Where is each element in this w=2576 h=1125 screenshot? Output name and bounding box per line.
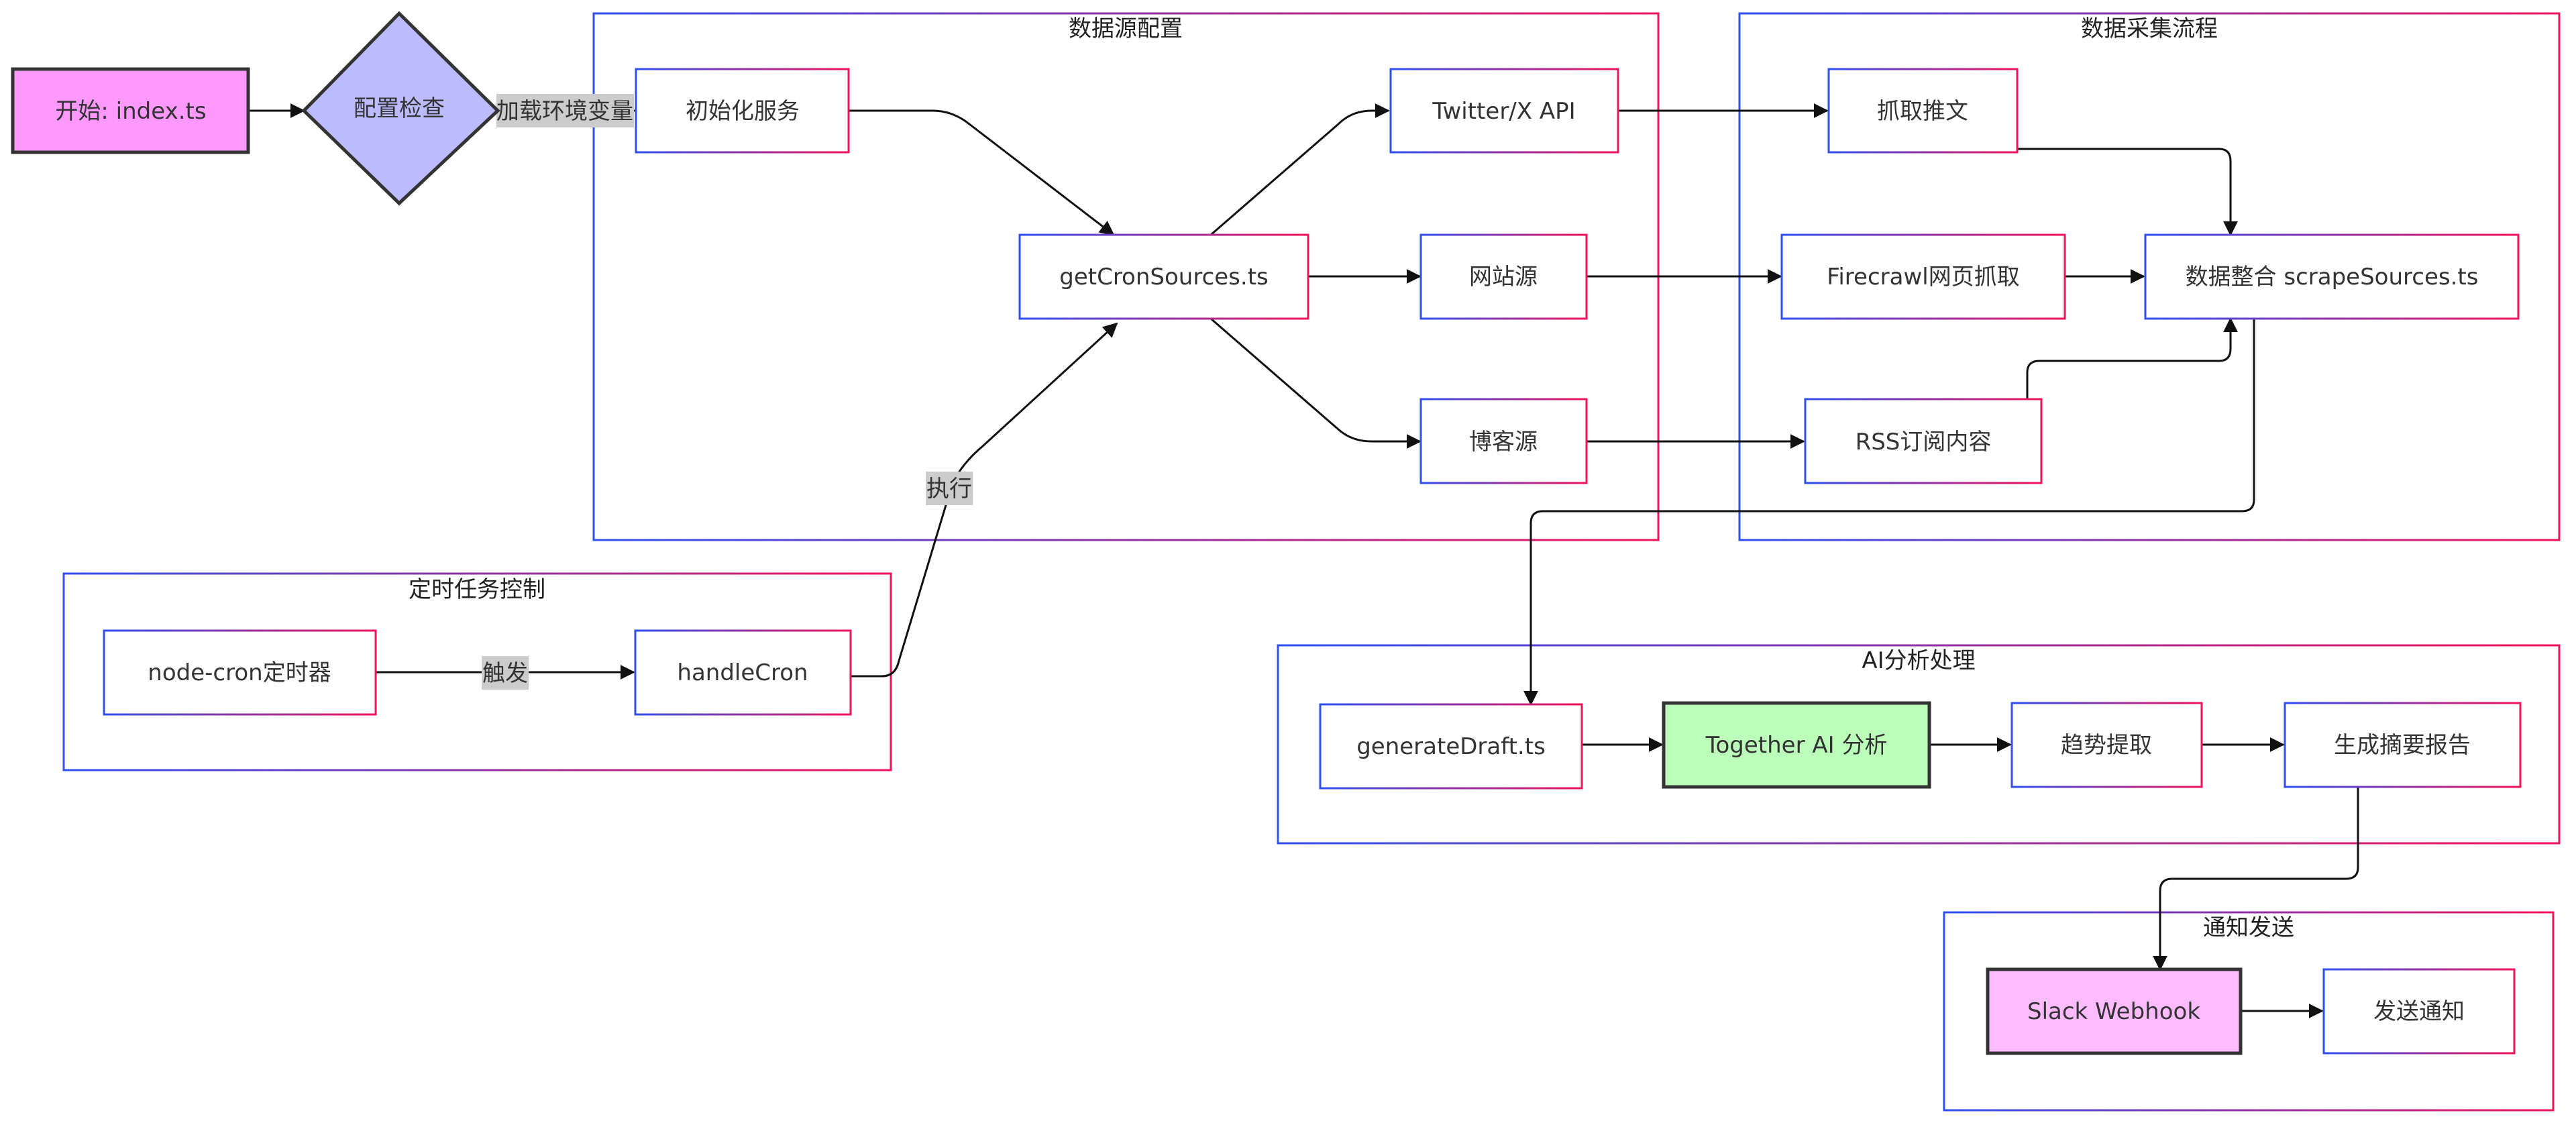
node-init-service[interactable]: 初始化服务 xyxy=(635,68,850,154)
cluster-collection-label: 数据采集流程 xyxy=(2081,15,2218,42)
node-twitter-api-label: Twitter/X API xyxy=(1432,98,1575,125)
edge-label-trigger: 触发 xyxy=(482,656,529,690)
node-slack-webhook-label: Slack Webhook xyxy=(2027,998,2200,1025)
node-generate-draft[interactable]: generateDraft.ts xyxy=(1319,703,1583,790)
node-node-cron[interactable]: node-cron定时器 xyxy=(103,629,377,716)
node-fetch-tweets[interactable]: 抓取推文 xyxy=(1827,68,2019,154)
node-config-check-label: 配置检查 xyxy=(354,95,445,122)
node-send-notification-label: 发送通知 xyxy=(2373,998,2465,1025)
node-firecrawl-label: Firecrawl网页抓取 xyxy=(1827,264,2019,290)
node-init-service-label: 初始化服务 xyxy=(686,98,800,125)
node-blog-source-label: 博客源 xyxy=(1469,429,1538,456)
edge-rss-to-scrape xyxy=(2026,317,2238,399)
node-trend-extract-label: 趋势提取 xyxy=(2061,732,2152,759)
node-summary-report-label: 生成摘要报告 xyxy=(2334,732,2471,759)
cluster-notify-label: 通知发送 xyxy=(2203,914,2294,941)
cluster-ai: AI分析处理 xyxy=(1277,644,2561,845)
node-handle-cron-label: handleCron xyxy=(677,659,808,686)
edge-init-to-getcronsources xyxy=(849,109,1115,236)
node-handle-cron[interactable]: handleCron xyxy=(634,629,852,716)
edge-label-execute-text: 执行 xyxy=(926,476,972,502)
node-fetch-tweets-label: 抓取推文 xyxy=(1877,98,1968,125)
node-get-cron-sources[interactable]: getCronSources.ts xyxy=(1018,233,1309,320)
node-start[interactable]: 开始: index.ts xyxy=(11,67,250,154)
node-summary-report[interactable]: 生成摘要报告 xyxy=(2284,702,2522,788)
cluster-notify: 通知发送 xyxy=(1943,911,2555,1112)
node-rss-content[interactable]: RSS订阅内容 xyxy=(1804,398,2043,484)
edge-label-load-env-text: 加载环境变量 xyxy=(496,98,633,125)
node-rss-content-label: RSS订阅内容 xyxy=(1856,429,1992,456)
edge-summary-to-slack xyxy=(2153,787,2359,971)
cluster-datasource-label: 数据源配置 xyxy=(1069,15,1183,42)
node-scrape-sources[interactable]: 数据整合 scrapeSources.ts xyxy=(2144,233,2520,320)
node-website-source-label: 网站源 xyxy=(1469,264,1538,290)
node-firecrawl[interactable]: Firecrawl网页抓取 xyxy=(1780,233,2066,320)
cluster-cron-label: 定时任务控制 xyxy=(409,576,545,603)
edge-label-trigger-text: 触发 xyxy=(482,660,528,687)
node-config-check[interactable]: 配置检查 xyxy=(301,11,500,206)
node-scrape-sources-label: 数据整合 scrapeSources.ts xyxy=(2186,264,2479,290)
node-node-cron-label: node-cron定时器 xyxy=(148,659,331,686)
edge-fetch-tweets-to-scrape xyxy=(2017,148,2238,236)
edge-label-load-env: 加载环境变量 xyxy=(496,94,634,127)
node-start-label: 开始: index.ts xyxy=(55,98,206,125)
node-together-ai-label: Together AI 分析 xyxy=(1705,732,1888,759)
cluster-ai-label: AI分析处理 xyxy=(1862,647,1975,674)
node-send-notification[interactable]: 发送通知 xyxy=(2322,968,2516,1055)
edge-getcronsources-to-blog xyxy=(1210,317,1421,449)
node-blog-source[interactable]: 博客源 xyxy=(1419,398,1588,484)
node-get-cron-sources-label: getCronSources.ts xyxy=(1059,264,1269,290)
node-generate-draft-label: generateDraft.ts xyxy=(1356,733,1546,760)
edge-scrape-to-generatedraft xyxy=(1523,319,2255,706)
node-slack-webhook[interactable]: Slack Webhook xyxy=(1986,967,2243,1055)
node-trend-extract[interactable]: 趋势提取 xyxy=(2010,702,2203,788)
edge-getcronsources-to-twitter xyxy=(1210,103,1390,236)
node-website-source[interactable]: 网站源 xyxy=(1419,233,1588,320)
node-together-ai[interactable]: Together AI 分析 xyxy=(1662,701,1931,789)
node-twitter-api[interactable]: Twitter/X API xyxy=(1389,68,1619,154)
cluster-cron: 定时任务控制 xyxy=(62,572,892,771)
edge-label-execute: 执行 xyxy=(926,472,973,505)
